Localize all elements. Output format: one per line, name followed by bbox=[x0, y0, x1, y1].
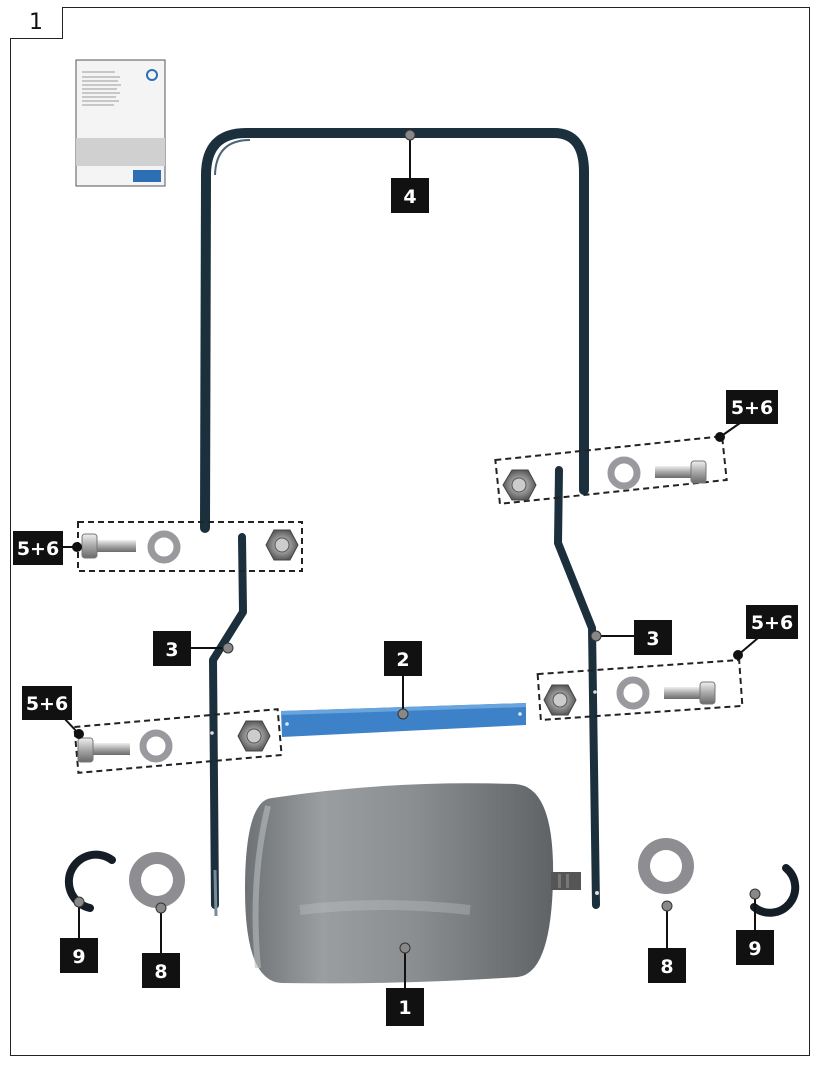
callout-3-left: 3 bbox=[153, 631, 191, 666]
callout-5-6-mid-right: 5+6 bbox=[746, 605, 798, 639]
callout-label-5-6-mid-right: 5+6 bbox=[751, 612, 793, 634]
washer bbox=[139, 729, 173, 763]
washer bbox=[607, 456, 641, 490]
callout-4: 4 bbox=[391, 178, 429, 213]
manual-booklet-icon bbox=[75, 59, 166, 187]
step-number: 1 bbox=[10, 7, 63, 39]
callout-8-left: 8 bbox=[142, 953, 180, 988]
callout-label-3-left: 3 bbox=[165, 639, 178, 661]
hardware-group-low-left bbox=[73, 708, 283, 774]
washer bbox=[616, 676, 650, 710]
clip-right bbox=[750, 864, 800, 917]
callout-label-1: 1 bbox=[398, 997, 411, 1019]
callout-5-6-top-right: 5+6 bbox=[726, 390, 778, 424]
diagram-frame bbox=[10, 7, 810, 1056]
callout-2: 2 bbox=[384, 641, 422, 676]
bolt bbox=[664, 687, 702, 699]
leader-dots bbox=[72, 129, 761, 954]
callout-5-6-mid-left: 5+6 bbox=[13, 531, 63, 565]
callout-1: 1 bbox=[386, 988, 424, 1026]
bolt bbox=[96, 540, 136, 552]
lower-right-bar bbox=[554, 466, 600, 909]
callout-label-9-right: 9 bbox=[748, 938, 761, 960]
washer-left-large bbox=[129, 852, 185, 908]
roller-drum bbox=[245, 783, 581, 984]
callout-3-right: 3 bbox=[634, 620, 672, 655]
callout-label-3-right: 3 bbox=[646, 628, 659, 650]
callout-label-5-6-low-left: 5+6 bbox=[26, 693, 68, 715]
callout-label-5-6-mid-left: 5+6 bbox=[17, 538, 59, 560]
callout-label-2: 2 bbox=[396, 649, 409, 671]
hardware-group-mid-right bbox=[536, 658, 744, 722]
callout-label-4: 4 bbox=[403, 186, 416, 208]
callout-5-6-low-left: 5+6 bbox=[22, 686, 72, 720]
washer-right-large bbox=[638, 838, 694, 894]
callout-label-8-right: 8 bbox=[660, 956, 673, 978]
callout-label-5-6-top-right: 5+6 bbox=[731, 397, 773, 419]
upper-handle bbox=[200, 128, 589, 533]
callout-label-8-left: 8 bbox=[154, 961, 167, 983]
washer bbox=[147, 530, 181, 564]
lower-left-bar bbox=[209, 533, 247, 909]
callout-label-9-left: 9 bbox=[72, 946, 85, 968]
callout-9-left: 9 bbox=[60, 938, 98, 973]
callout-8-right: 8 bbox=[648, 948, 686, 983]
bolt bbox=[655, 466, 693, 478]
callout-9-right: 9 bbox=[736, 930, 774, 965]
bolt bbox=[92, 743, 130, 755]
